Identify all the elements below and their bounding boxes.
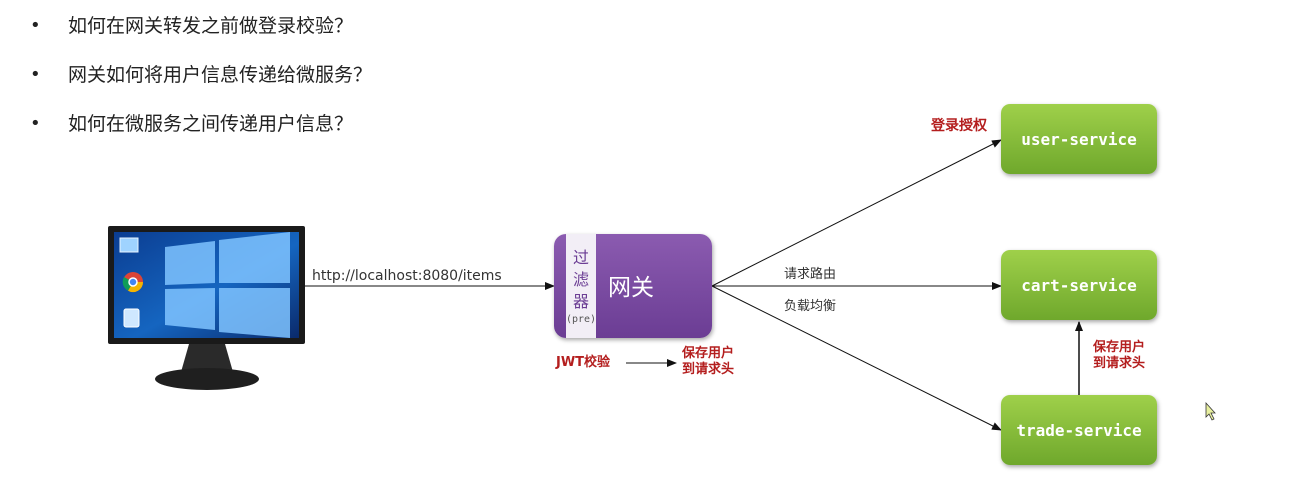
save-user-line: 保存用户 [682,346,735,361]
request-url: http://localhost:8080/items [312,268,502,284]
trade-save-user-label: 保存用户 到请求头 [1093,340,1145,372]
gateway-to-trade-arrow [711,285,1002,431]
mouse-cursor-icon [1205,401,1216,421]
question-item: • 网关如何将用户信息传递给微服务？ [30,57,372,106]
bullet-dot: • [30,64,41,85]
trade-service-box: trade-service [1001,395,1157,465]
bullet-dot: • [30,15,41,36]
question-text: 如何在微服务之间传递用户信息？ [68,113,354,135]
user-service-box: user-service [1001,104,1157,174]
question-list: • 如何在网关转发之前做登录校验？ • 网关如何将用户信息传递给微服务？ • 如何在微… [30,8,372,155]
gateway-box: 过滤器 (pre) 网关 [554,234,712,338]
question-text: 网关如何将用户信息传递给微服务？ [68,64,373,86]
filter-label: 过滤器 [572,248,589,311]
login-auth-label: 登录授权 [931,118,987,134]
balance-label: 负载均衡 [784,299,837,314]
save-user-label: 保存用户 到请求头 [682,346,734,378]
trade-save-user-line: 到请求头 [1093,356,1146,371]
bullet-dot: • [30,113,41,134]
client-computer-icon [108,226,305,390]
filter-tag: (pre) [565,314,597,325]
jwt-step-label: JWT校验 [556,355,611,370]
question-item: • 如何在网关转发之前做登录校验？ [30,8,372,57]
trade-save-user-line: 保存用户 [1093,340,1146,355]
question-item: • 如何在微服务之间传递用户信息？ [30,106,372,155]
cart-service-box: cart-service [1001,250,1157,320]
question-text: 如何在网关转发之前做登录校验？ [68,15,354,37]
save-user-line: 到请求头 [682,362,735,377]
gateway-label: 网关 [608,275,654,301]
route-label: 请求路由 [784,267,837,282]
gateway-to-user-arrow [711,139,1002,287]
filter-strip: 过滤器 (pre) [566,234,596,338]
